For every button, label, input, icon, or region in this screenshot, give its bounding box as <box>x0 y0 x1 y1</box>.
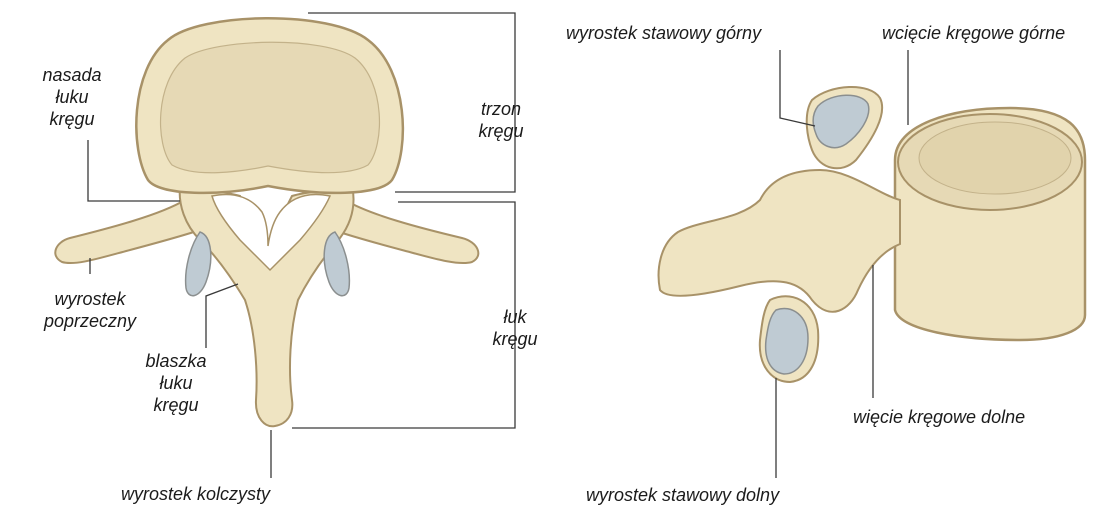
label-pedicle: nasada łuku kręgu <box>14 64 130 130</box>
label-body: trzon kręgu <box>446 98 556 142</box>
label-arch-line2: kręgu <box>460 328 570 350</box>
left-transverse-process <box>55 200 200 263</box>
label-pedicle-line2: łuku <box>14 86 130 108</box>
lateral-arch <box>659 170 900 312</box>
right-transverse-process <box>333 200 478 263</box>
label-transverse-line1: wyrostek <box>6 288 174 310</box>
label-lamina-line3: kręgu <box>120 394 232 416</box>
label-lamina-line2: łuku <box>120 372 232 394</box>
left-articular-facet <box>186 232 211 296</box>
label-inferior-articular: wyrostek stawowy dolny <box>586 484 779 506</box>
label-inferior-notch: więcie kręgowe dolne <box>853 406 1025 428</box>
label-arch: łuk kręgu <box>460 306 570 350</box>
label-lamina-line1: blaszka <box>120 350 232 372</box>
lateral-inferior-facet <box>766 308 808 374</box>
vertebra-lateral-view <box>659 87 1085 382</box>
label-body-line2: kręgu <box>446 120 556 142</box>
label-spinous: wyrostek kolczysty <box>121 483 270 505</box>
lateral-body-spongy <box>919 122 1071 194</box>
label-pedicle-line3: kręgu <box>14 108 130 130</box>
label-superior-notch: wcięcie kręgowe górne <box>882 22 1065 44</box>
label-body-line1: trzon <box>446 98 556 120</box>
right-articular-facet <box>324 232 349 296</box>
leader-lamina <box>206 284 238 348</box>
label-superior-articular: wyrostek stawowy górny <box>566 22 761 44</box>
label-transverse-line2: poprzeczny <box>6 310 174 332</box>
label-lamina: blaszka łuku kręgu <box>120 350 232 416</box>
label-transverse: wyrostek poprzeczny <box>6 288 174 332</box>
label-arch-line1: łuk <box>460 306 570 328</box>
vertebral-body-spongy <box>161 42 380 173</box>
label-pedicle-line1: nasada <box>14 64 130 86</box>
